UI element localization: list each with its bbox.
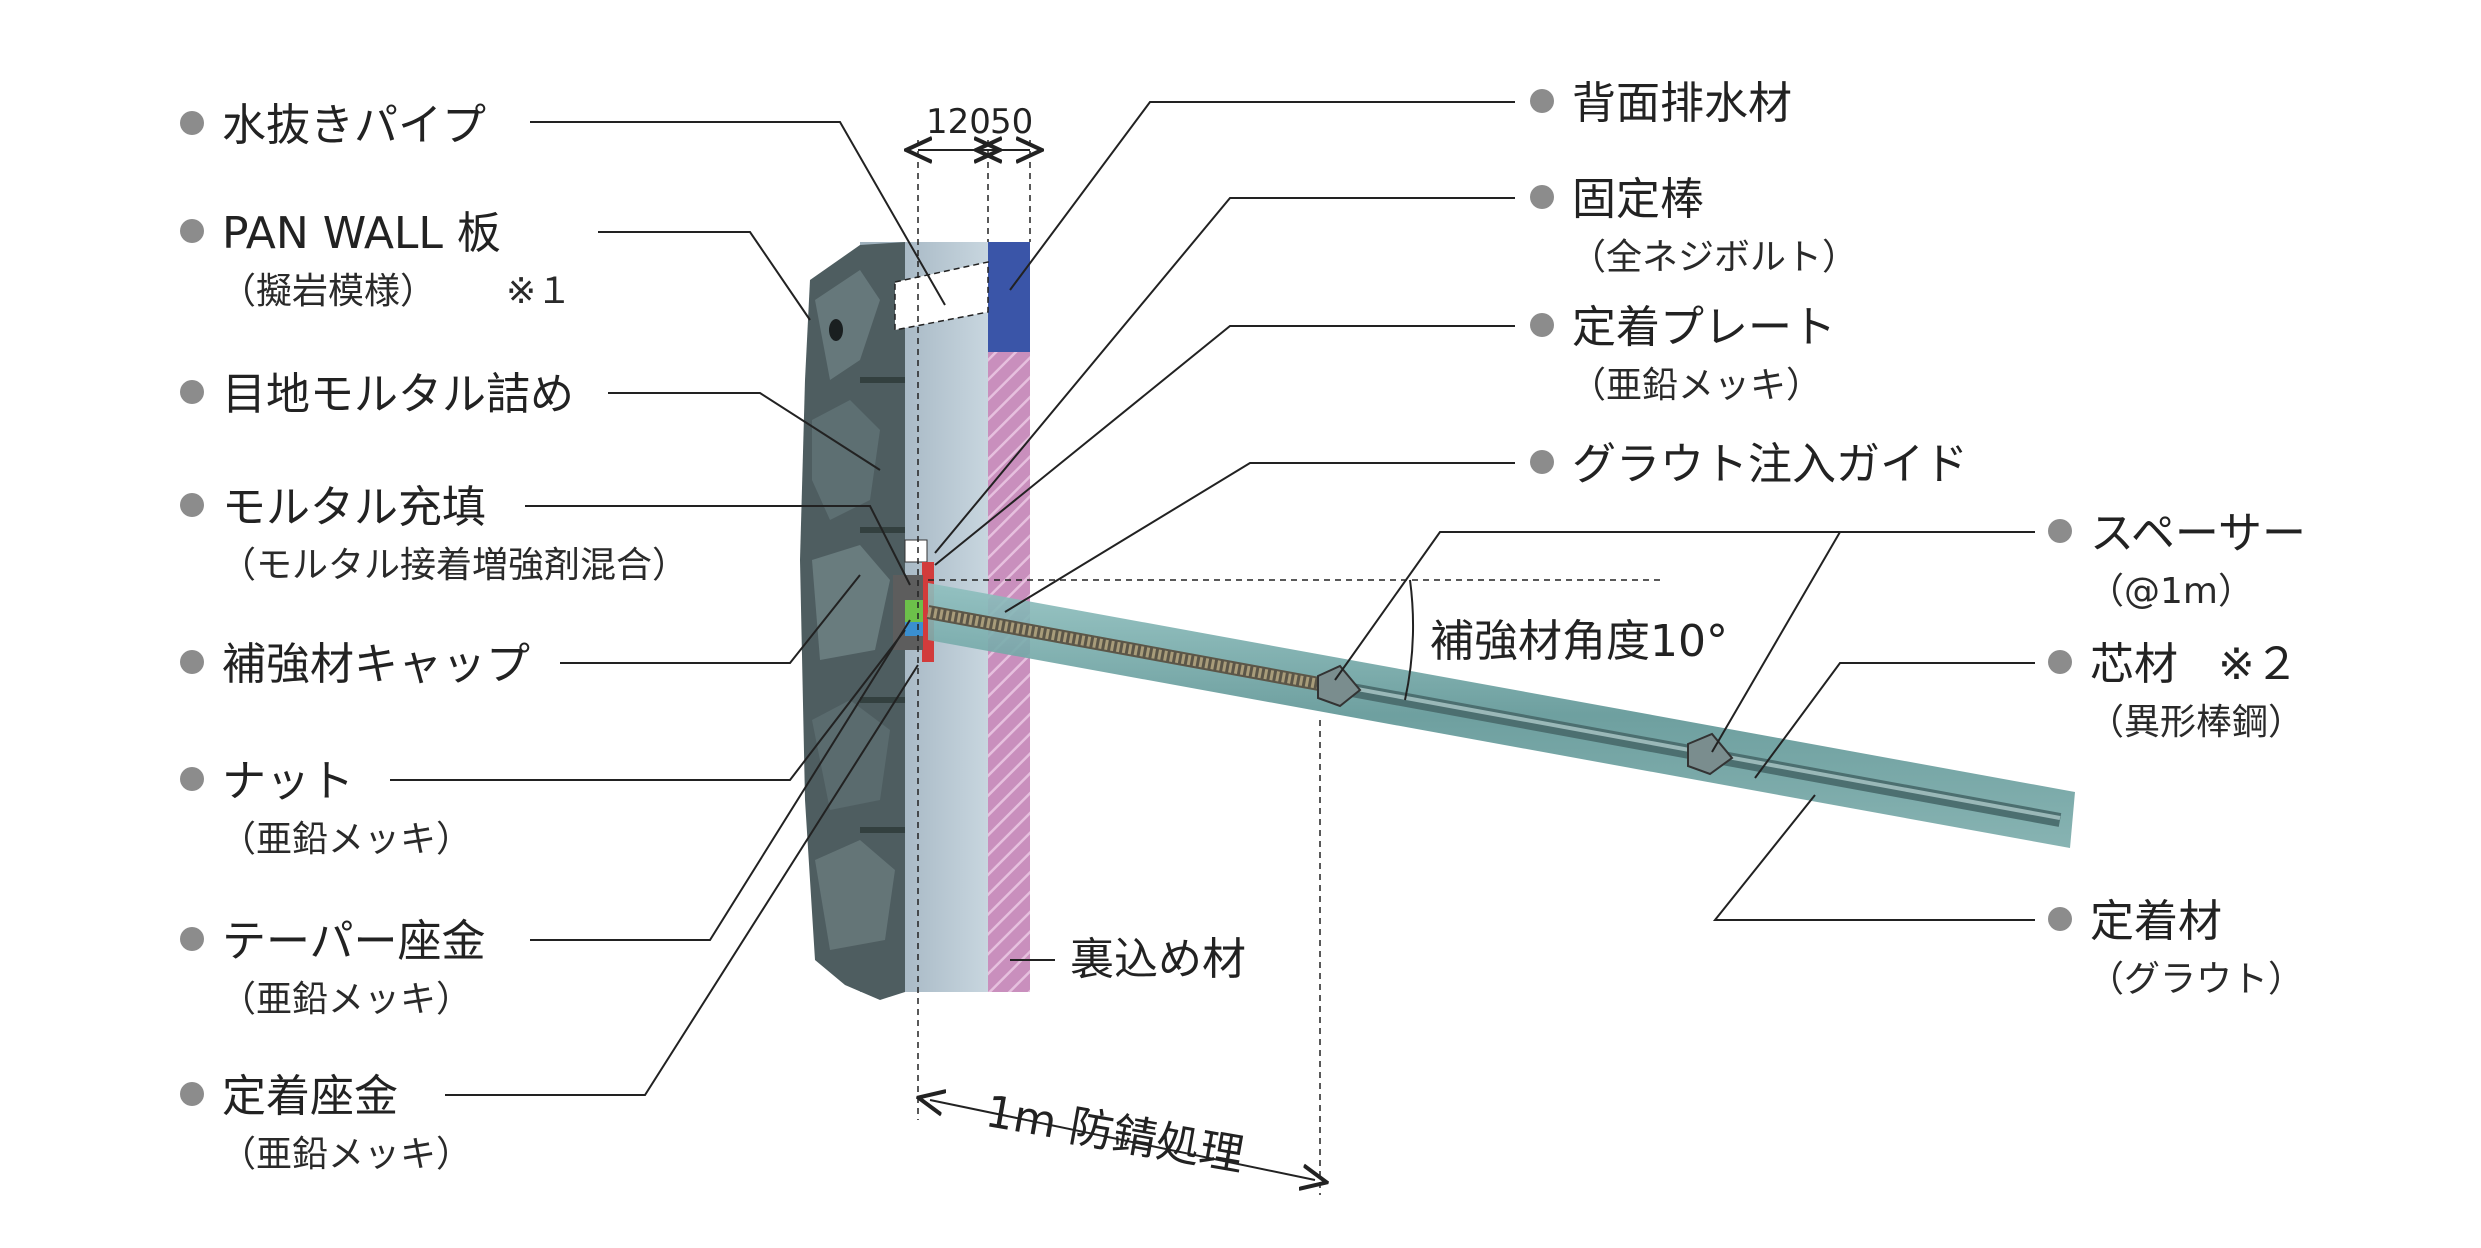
label-taper-washer: テーパー座金 （亜鉛メッキ） [180, 920, 486, 1018]
label-mortar-fill: モルタル充填 （モルタル接着増強剤混合） [180, 486, 688, 584]
label-fixing-rod: 固定棒 （全ネジボルト） [1530, 178, 1858, 276]
bullet-icon [180, 767, 204, 791]
bullet-icon [180, 219, 204, 243]
bullet-icon [180, 111, 204, 135]
spacer-2 [1687, 732, 1734, 776]
bullet-icon [180, 650, 204, 674]
dimension-120: 120 [926, 102, 991, 142]
label-grout-guide: グラウト注入ガイド [1530, 443, 1968, 487]
bullet-icon [180, 927, 204, 951]
label-joint-mortar: 目地モルタル詰め [180, 373, 574, 417]
bullet-icon [1530, 89, 1554, 113]
label-anchor-washer: 定着座金 （亜鉛メッキ） [180, 1075, 472, 1173]
washer-shape [905, 600, 923, 622]
label-nut: ナット （亜鉛メッキ） [180, 760, 472, 858]
label-back-drain: 背面排水材 [1530, 82, 1792, 126]
bullet-icon [2048, 650, 2072, 674]
label-angle: 補強材角度10° [1430, 616, 1728, 667]
bullet-icon [2048, 907, 2072, 931]
dimension-50: 50 [990, 102, 1034, 142]
bullet-icon [180, 1082, 204, 1106]
label-reinforcement-cap: 補強材キャップ [180, 643, 530, 687]
drain-pipe-shape [894, 261, 989, 331]
label-anchor-plate: 定着プレート （亜鉛メッキ） [1530, 306, 1836, 404]
label-core: 芯材※２ （異形棒鋼） [2048, 643, 2304, 741]
bullet-icon [1530, 313, 1554, 337]
bullet-icon [180, 493, 204, 517]
label-anchor-material: 定着材 （グラウト） [2048, 900, 2304, 998]
label-spacer: スペーサー （@1m） [2048, 512, 2306, 610]
back-drain-mat [988, 242, 1030, 352]
label-drain-pipe: 水抜きパイプ [180, 104, 486, 148]
backfill-layer [988, 352, 1030, 992]
label-backfill: 裏込め材 [1070, 934, 1246, 985]
label-panwall-board: PAN WALL 板 （擬岩模様）※１ [180, 212, 572, 310]
bullet-icon [1530, 185, 1554, 209]
bullet-icon [2048, 519, 2072, 543]
spacer-1 [1317, 664, 1362, 708]
bullet-icon [1530, 450, 1554, 474]
bullet-icon [180, 380, 204, 404]
